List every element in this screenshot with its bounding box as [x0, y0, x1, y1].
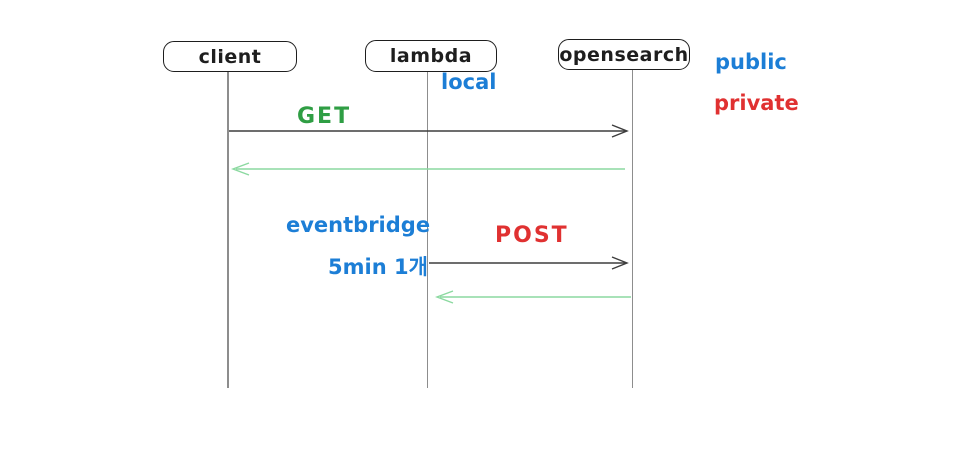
actor-box-client: client: [163, 41, 297, 72]
arrow-post-response: [435, 290, 631, 304]
actor-label-client: client: [198, 45, 262, 68]
legend-private: private: [714, 91, 799, 115]
message-label-post: POST: [495, 223, 569, 248]
annotation-eventbridge: eventbridge: [286, 213, 431, 237]
arrow-post-request: [429, 256, 629, 270]
legend-public: public: [715, 50, 787, 74]
actor-box-lambda: lambda: [365, 40, 497, 72]
arrow-get-request: [229, 124, 629, 138]
arrow-get-response: [231, 162, 625, 176]
lifeline-opensearch: [631, 70, 633, 388]
message-label-get: GET: [297, 104, 352, 129]
annotation-5min-1gae: 5min 1개: [328, 255, 428, 279]
actor-box-opensearch: opensearch: [558, 39, 690, 70]
actor-label-lambda: lambda: [389, 45, 473, 67]
lifeline-client: [227, 72, 229, 388]
actor-label-opensearch: opensearch: [559, 43, 689, 66]
annotation-local: local: [441, 70, 497, 94]
lifeline-lambda: [426, 72, 428, 388]
